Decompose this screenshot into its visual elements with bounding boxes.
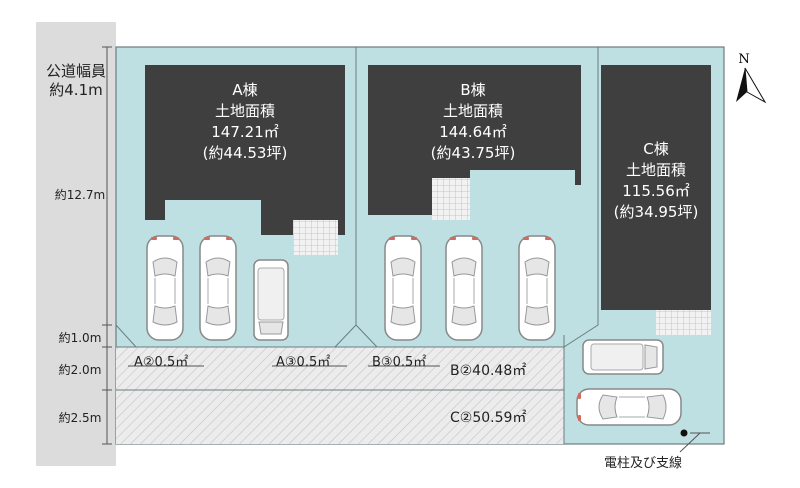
share-c2-label: C②50.59㎡ (450, 410, 527, 426)
share-b2-label: B②40.48㎡ (450, 363, 527, 379)
share-a3-label: A③0.5㎡ (276, 355, 331, 370)
utility-pole-icon (680, 429, 688, 437)
north-label: N (738, 52, 749, 67)
dim-2-5m: 約2.5m (58, 411, 102, 425)
building-b (368, 65, 581, 215)
dim-12-7m: 約12.7m (54, 188, 106, 202)
building-a-label: A棟 土地面積 147.21㎡ (約44.53坪) (202, 81, 288, 162)
car-a3 (253, 259, 289, 341)
public-road (36, 22, 116, 466)
building-a (145, 65, 345, 235)
car-b2 (445, 235, 483, 341)
porch-a (293, 220, 338, 255)
porch-c (656, 310, 711, 335)
car-c1 (582, 339, 664, 375)
dim-1-0m: 約1.0m (58, 331, 102, 345)
utility-pole-label: 電柱及び支線 (604, 456, 683, 471)
road-width-label: 公道幅員 約4.1m (45, 62, 106, 99)
car-a1 (146, 235, 184, 341)
building-c (601, 65, 711, 310)
dim-2-0m: 約2.0m (58, 363, 102, 377)
share-a2-label: A②0.5㎡ (134, 355, 189, 370)
shared-strip-b2 (116, 347, 564, 390)
car-b1 (384, 235, 422, 341)
building-b-label: B棟 土地面積 144.64㎡ (約43.75坪) (430, 81, 516, 162)
dimension-lines (102, 46, 112, 445)
building-c-label: C棟 土地面積 115.56㎡ (約34.95坪) (613, 140, 699, 221)
shared-strip-c2 (116, 390, 564, 444)
car-b3 (518, 235, 556, 341)
share-b3-label: B③0.5㎡ (372, 355, 427, 370)
car-a2 (199, 235, 237, 341)
car-c2 (576, 388, 682, 426)
north-arrow-icon (736, 67, 767, 104)
porch-b (432, 178, 470, 220)
